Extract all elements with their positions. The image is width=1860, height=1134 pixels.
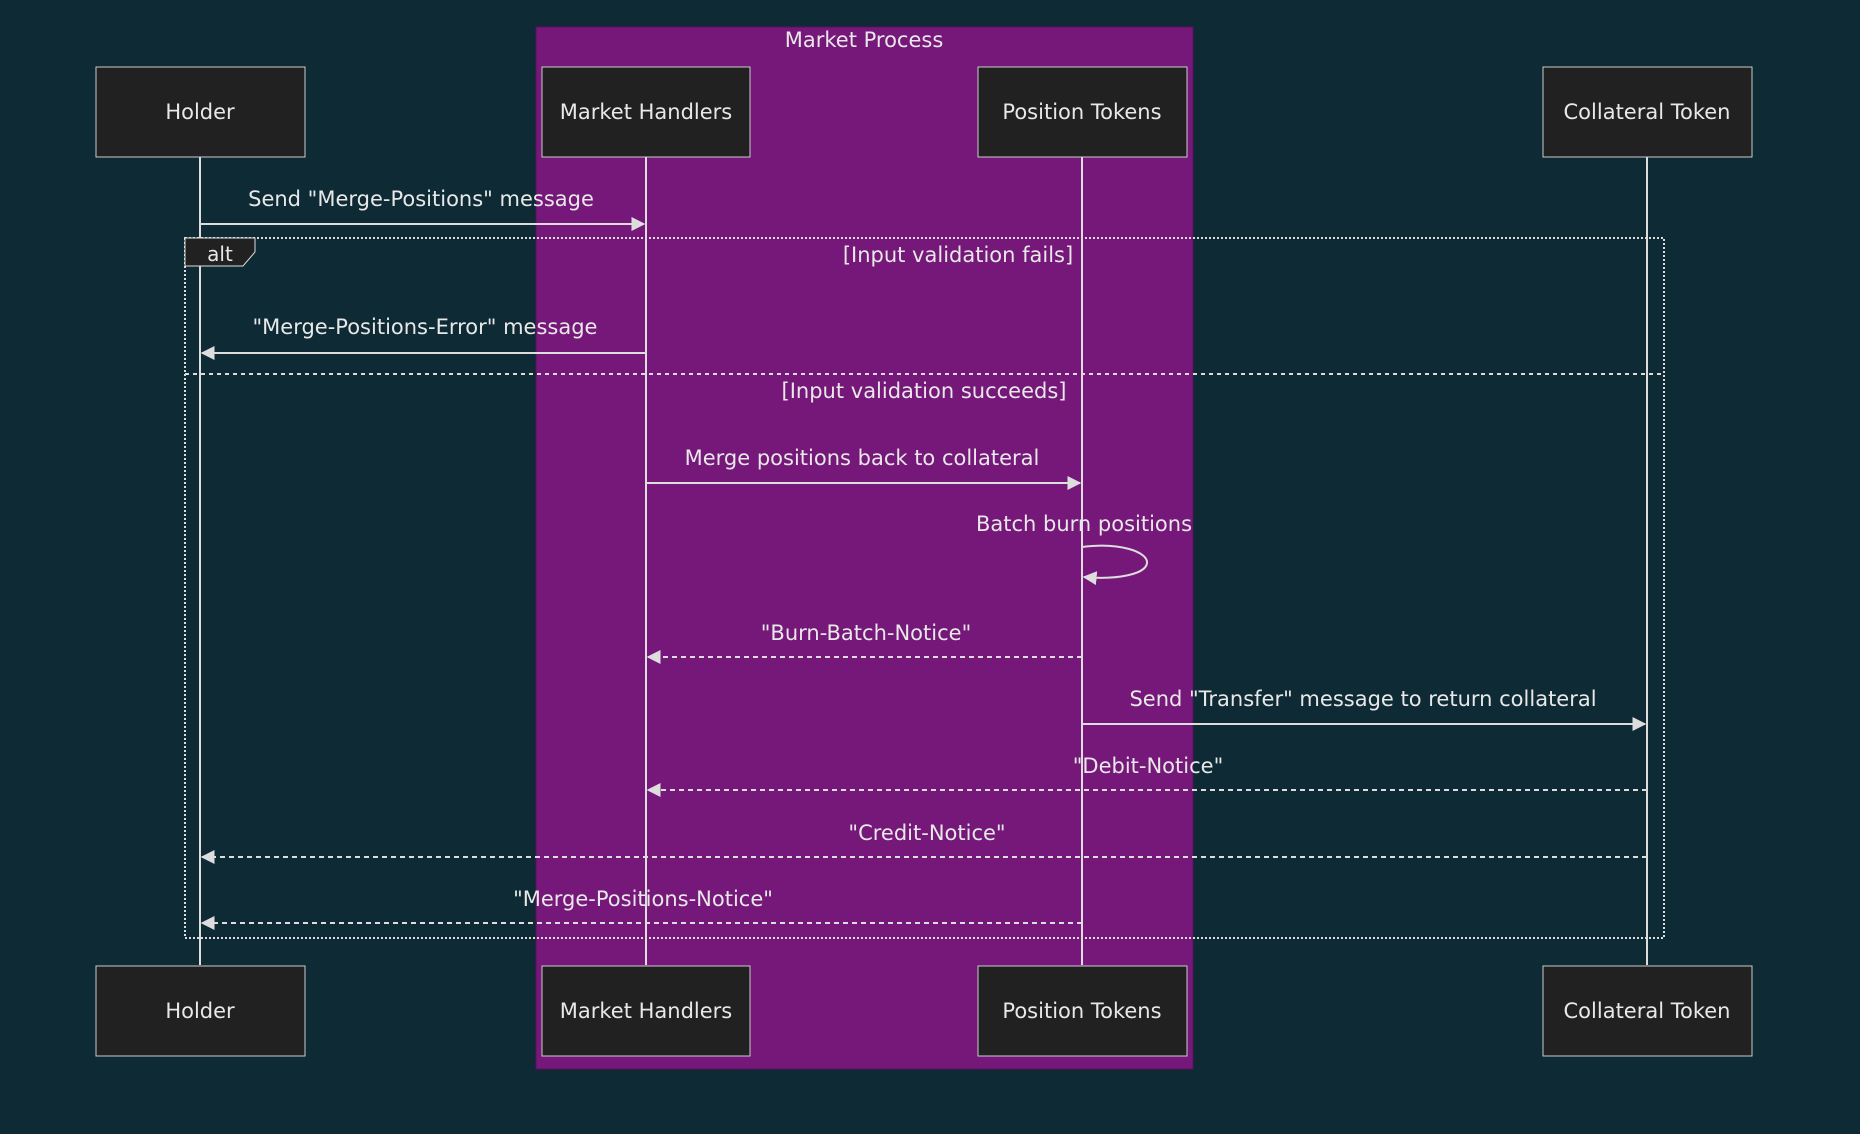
message-label: "Merge-Positions-Notice"	[513, 887, 773, 911]
actor-position-tokens-label: Position Tokens	[1002, 999, 1161, 1023]
message-batch-burn: Batch burn positions	[976, 512, 1192, 586]
message-label: Send "Merge-Positions" message	[248, 187, 594, 211]
actor-market-handlers-label: Market Handlers	[560, 999, 733, 1023]
message-label: "Burn-Batch-Notice"	[761, 621, 971, 645]
message-merge-positions-notice: "Merge-Positions-Notice"	[200, 887, 1082, 930]
message-merge-positions: Send "Merge-Positions" message	[200, 187, 646, 231]
actor-market-handlers-bottom: Market Handlers	[541, 965, 751, 1057]
actor-collateral-token-bottom: Collateral Token	[1542, 965, 1753, 1057]
actor-market-handlers-label: Market Handlers	[560, 100, 733, 124]
alt-condition-succeeds: [Input validation succeeds]	[782, 379, 1067, 403]
market-process-box	[535, 26, 1194, 1070]
message-merge-back-to-collateral: Merge positions back to collateral	[646, 446, 1082, 490]
actor-holder-label: Holder	[165, 100, 235, 124]
actor-position-tokens-label: Position Tokens	[1002, 100, 1161, 124]
message-burn-batch-notice: "Burn-Batch-Notice"	[646, 621, 1082, 664]
market-process-label: Market Process	[785, 28, 944, 52]
actor-collateral-token-label: Collateral Token	[1564, 100, 1731, 124]
actor-holder-top: Holder	[95, 66, 306, 158]
alt-block-label: alt	[207, 242, 233, 266]
message-credit-notice: "Credit-Notice"	[200, 821, 1647, 864]
alt-block-frame	[184, 237, 1665, 939]
actor-collateral-token-top: Collateral Token	[1542, 66, 1753, 158]
actor-holder-bottom: Holder	[95, 965, 306, 1057]
message-label: "Debit-Notice"	[1073, 754, 1223, 778]
message-debit-notice: "Debit-Notice"	[646, 754, 1647, 797]
actor-position-tokens-top: Position Tokens	[977, 66, 1188, 158]
message-label: "Merge-Positions-Error" message	[253, 315, 598, 339]
message-self-loop-arrow	[1081, 544, 1148, 586]
message-label: Merge positions back to collateral	[685, 446, 1040, 470]
message-send-transfer: Send "Transfer" message to return collat…	[1082, 687, 1647, 731]
alt-condition-fails: [Input validation fails]	[843, 243, 1073, 267]
actor-holder-label: Holder	[165, 999, 235, 1023]
message-label: Batch burn positions	[976, 512, 1192, 536]
alt-block-label-tab	[184, 237, 256, 267]
actor-collateral-token-label: Collateral Token	[1564, 999, 1731, 1023]
message-label: "Credit-Notice"	[848, 821, 1005, 845]
actor-market-handlers-top: Market Handlers	[541, 66, 751, 158]
message-label: Send "Transfer" message to return collat…	[1129, 687, 1596, 711]
actor-position-tokens-bottom: Position Tokens	[977, 965, 1188, 1057]
message-merge-positions-error: "Merge-Positions-Error" message	[200, 315, 646, 360]
